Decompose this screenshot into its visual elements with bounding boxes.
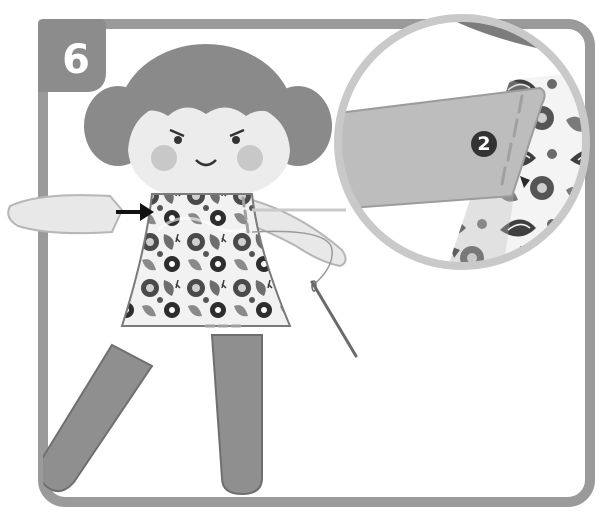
doll-left-leg: [43, 343, 154, 493]
magnifier-callout: [334, 14, 590, 270]
step-badge: [38, 19, 106, 92]
step-number: 6: [62, 37, 90, 83]
doll-right-leg: [210, 334, 263, 496]
dress-stitches: [204, 196, 250, 328]
callout-number: 2: [477, 133, 491, 155]
needle-icon: [251, 230, 358, 358]
doll-left-arm: [7, 194, 124, 235]
doll-face: [128, 65, 290, 200]
arrow-icon: [116, 203, 154, 221]
